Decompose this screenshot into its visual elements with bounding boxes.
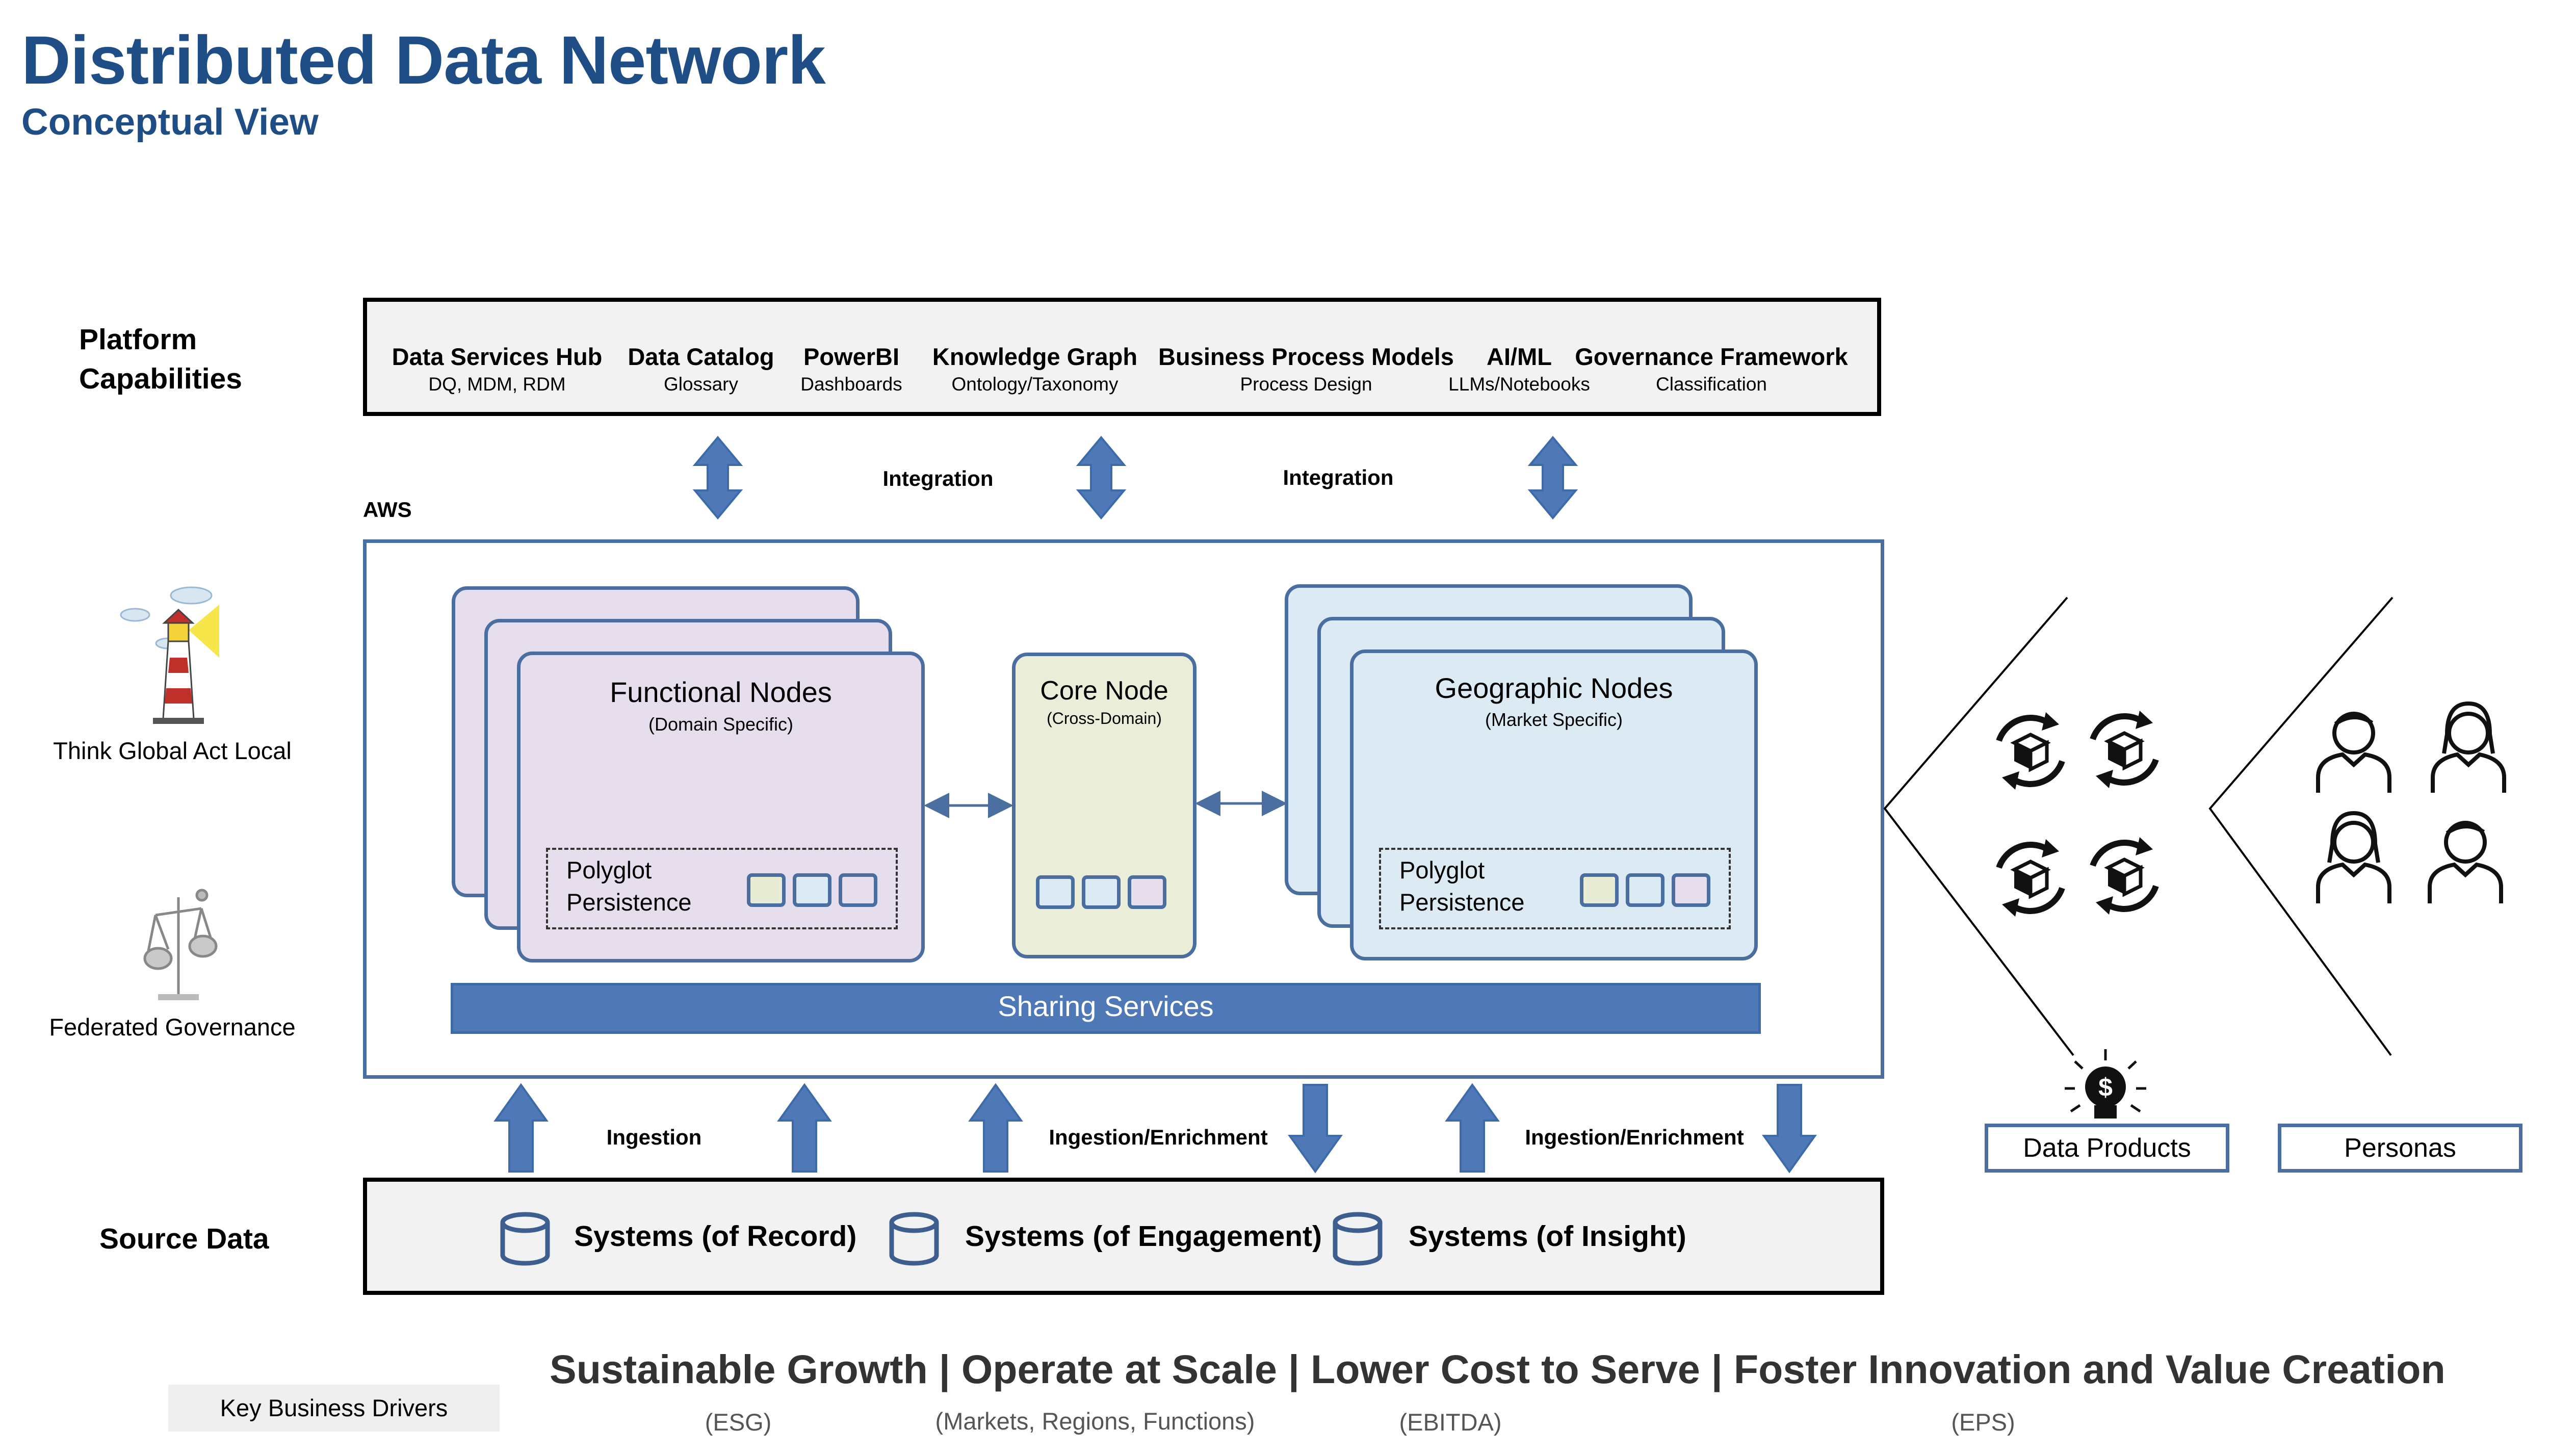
integration-label-2: Integration — [1283, 465, 1394, 489]
systems-of-engagement-label: Systems (of Engagement) — [965, 1220, 1322, 1253]
business-drivers-line: Sustainable Growth | Operate at Scale | … — [550, 1346, 2446, 1392]
source-data-box — [363, 1178, 1884, 1295]
functional-polyglot-label: Polyglot Persistence — [566, 856, 692, 916]
driver-note-markets: (Markets, Regions, Functions) — [935, 1408, 1255, 1435]
platform-capabilities-label: Platform Capabilities — [79, 323, 242, 395]
core-node-subtitle: (Cross-Domain) — [1047, 709, 1162, 727]
integration-double-arrow — [1076, 435, 1127, 520]
data-products-chevron — [1883, 596, 2074, 1056]
source-data-label: Source Data — [99, 1223, 269, 1255]
cube-cycle-icon — [1996, 839, 2065, 917]
lighthouse-icon — [120, 586, 219, 724]
lightbulb-dollar-icon: $ — [2065, 1049, 2146, 1119]
systems-of-record-label: Systems (of Record) — [574, 1220, 857, 1253]
storage-square — [839, 873, 877, 907]
cube-cycle-icon — [2090, 837, 2159, 915]
systems-of-insight-label: Systems (of Insight) — [1409, 1220, 1686, 1253]
storage-square — [1128, 875, 1166, 909]
storage-square — [1672, 873, 1710, 907]
storage-square — [1036, 875, 1075, 909]
cube-cycle-icon — [2090, 711, 2159, 788]
geographic-nodes-title: Geographic Nodes — [1435, 672, 1673, 704]
ingestion-enrichment-label-1: Ingestion/Enrichment — [1049, 1125, 1268, 1149]
person-icon — [2428, 821, 2503, 903]
integration-label-1: Integration — [882, 466, 994, 490]
core-node-card: Core Node (Cross-Domain) — [1012, 653, 1197, 958]
geographic-nodes-subtitle: (Market Specific) — [1485, 709, 1623, 730]
key-business-drivers-label: Key Business Drivers — [168, 1385, 500, 1432]
data-products-box: Data Products — [1985, 1124, 2229, 1173]
person-icon — [2316, 811, 2391, 903]
cube-cycle-icon — [1996, 712, 2065, 790]
personas-box: Personas — [2278, 1124, 2522, 1173]
federated-governance-label: Federated Governance — [49, 1013, 296, 1041]
ingestion-enrichment-label-2: Ingestion/Enrichment — [1525, 1125, 1744, 1149]
ingestion-up-arrow — [777, 1083, 832, 1173]
integration-double-arrow — [692, 435, 743, 520]
driver-note-ebitda: (EBITDA) — [1399, 1409, 1502, 1436]
ingestion-up-arrow — [493, 1083, 549, 1173]
functional-polyglot-box: Polyglot Persistence — [546, 848, 898, 929]
person-icon — [2316, 712, 2391, 793]
page-title: Distributed Data Network — [21, 22, 826, 98]
geographic-polyglot-box: Polyglot Persistence — [1379, 848, 1731, 929]
core-node-title: Core Node — [1040, 676, 1168, 706]
ingestion-label: Ingestion — [606, 1125, 702, 1149]
driver-note-eps: (EPS) — [1951, 1409, 2015, 1436]
storage-square — [1626, 873, 1664, 907]
storage-square — [747, 873, 786, 907]
functional-node-card-front: Functional Nodes (Domain Specific) Polyg… — [517, 652, 925, 963]
platform-capabilities-box — [363, 298, 1881, 416]
functional-nodes-subtitle: (Domain Specific) — [648, 714, 794, 735]
person-icon — [2431, 701, 2506, 793]
think-global-label: Think Global Act Local — [53, 737, 292, 764]
storage-square — [793, 873, 831, 907]
integration-double-arrow — [1527, 435, 1578, 520]
ingestion-up-arrow — [968, 1083, 1023, 1173]
svg-text:$: $ — [2098, 1073, 2113, 1102]
storage-square — [1082, 875, 1121, 909]
scales-icon — [143, 889, 218, 1000]
sharing-services-bar: Sharing Services — [451, 983, 1761, 1034]
driver-note-esg: (ESG) — [705, 1409, 772, 1436]
functional-nodes-title: Functional Nodes — [610, 676, 832, 708]
page-subtitle: Conceptual View — [21, 101, 319, 143]
geographic-node-card-front: Geographic Nodes (Market Specific) Polyg… — [1350, 649, 1758, 960]
geographic-polyglot-label: Polyglot Persistence — [1399, 856, 1525, 916]
ingestion-up-arrow — [1445, 1083, 1500, 1173]
enrichment-down-arrow — [1762, 1084, 1817, 1174]
personas-chevron — [2208, 596, 2394, 1056]
enrichment-down-arrow — [1288, 1084, 1343, 1174]
storage-square — [1580, 873, 1619, 907]
aws-label: AWS — [363, 498, 412, 522]
